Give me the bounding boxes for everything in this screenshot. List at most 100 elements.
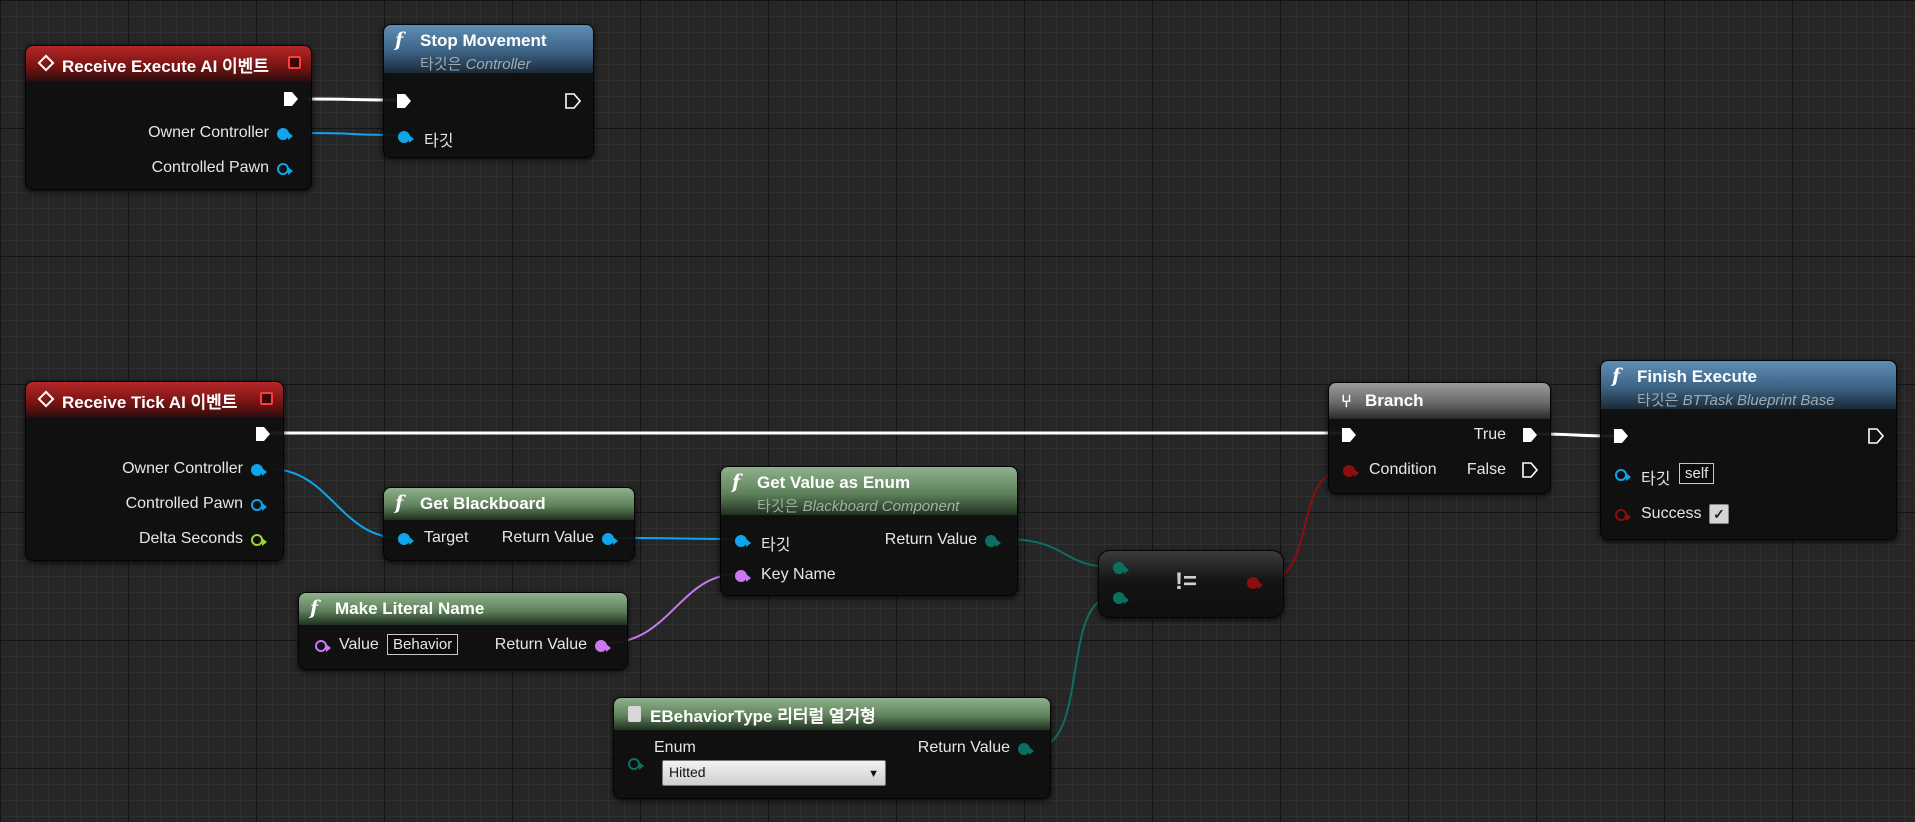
pin-label-delta-seconds: Delta Seconds <box>138 530 243 547</box>
pin-label-owner-controller: Owner Controller <box>148 124 269 141</box>
node-title: Receive Execute AI 이벤트 <box>62 56 269 76</box>
get-blackboard-node[interactable]: f Get Blackboard Target Return Value <box>383 487 635 561</box>
exec-arrow-icon <box>284 92 298 106</box>
function-icon: f <box>395 29 404 51</box>
return-value-pin[interactable] <box>602 533 618 545</box>
pin-label-owner-controller: Owner Controller <box>122 460 243 477</box>
node-subtitle: 타깃은 Blackboard Component <box>757 495 1007 516</box>
node-title: Branch <box>1365 391 1424 410</box>
stop-movement-node[interactable]: f Stop Movement 타깃은 Controller 타깃 <box>383 24 594 158</box>
subtitle-target: Blackboard Component <box>802 498 960 515</box>
node-header: f Get Blackboard <box>384 488 634 520</box>
exec-in-pin[interactable] <box>1613 428 1629 444</box>
exec-arrow-icon <box>1868 428 1884 444</box>
return-value-pin[interactable] <box>595 640 611 652</box>
key-name-pin[interactable] <box>735 570 751 582</box>
get-value-as-enum-node[interactable]: f Get Value as Enum 타깃은 Blackboard Compo… <box>720 466 1018 596</box>
pin-label-target: 타깃 <box>1641 471 1671 488</box>
pin-label-condition: Condition <box>1369 461 1437 478</box>
not-equal-operator: != <box>1175 568 1198 595</box>
exec-arrow-icon <box>1614 429 1628 443</box>
return-value-pin[interactable] <box>1018 743 1034 755</box>
exec-arrow-icon <box>1342 428 1356 442</box>
input-b-pin[interactable] <box>1113 592 1129 604</box>
pin-label-success: Success <box>1641 505 1702 522</box>
return-value-pin[interactable] <box>985 535 1001 547</box>
pin-label-controlled-pawn: Controlled Pawn <box>151 159 269 176</box>
exec-arrow-icon <box>256 427 270 441</box>
target-pin[interactable] <box>735 535 751 547</box>
node-header: f Get Value as Enum 타깃은 Blackboard Compo… <box>721 467 1017 515</box>
exec-out-pin[interactable] <box>565 93 581 109</box>
node-header: EBehaviorType 리터럴 열거형 <box>614 698 1050 730</box>
success-pin[interactable] <box>1615 509 1631 521</box>
not-equal-node[interactable]: != <box>1098 550 1284 618</box>
value-default-field[interactable]: Behavior <box>387 634 459 655</box>
pin-label-return-value: Return Value <box>917 739 1010 756</box>
node-title: EBehaviorType 리터럴 열거형 <box>650 706 876 726</box>
owner-controller-pin[interactable] <box>277 128 293 140</box>
owner-controller-pin[interactable] <box>251 464 267 476</box>
wire-tick-owner-to-blackboard <box>269 468 401 539</box>
pin-label-return-value: Return Value <box>501 529 594 546</box>
branch-node[interactable]: ⑂ Branch True Condition False <box>1328 382 1551 494</box>
branch-icon: ⑂ <box>1341 391 1352 411</box>
node-header: f Finish Execute 타깃은 BTTask Blueprint Ba… <box>1601 361 1896 409</box>
finish-execute-node[interactable]: f Finish Execute 타깃은 BTTask Blueprint Ba… <box>1600 360 1897 540</box>
pin-label-value: Value <box>339 636 379 653</box>
exec-out-pin[interactable] <box>1868 428 1884 444</box>
exec-arrow-icon <box>565 93 581 109</box>
controlled-pawn-pin[interactable] <box>251 499 267 511</box>
condition-pin[interactable] <box>1343 465 1359 477</box>
node-title: Finish Execute <box>1637 367 1757 386</box>
exec-out-pin[interactable] <box>255 426 271 442</box>
exec-false-pin[interactable] <box>1522 462 1538 478</box>
node-title: Receive Tick AI 이벤트 <box>62 392 238 412</box>
controlled-pawn-pin[interactable] <box>277 163 293 175</box>
exec-out-pin[interactable] <box>283 91 299 107</box>
enum-pin[interactable] <box>628 758 644 770</box>
target-pin[interactable] <box>398 533 414 545</box>
node-header: Receive Tick AI 이벤트 <box>26 382 283 418</box>
event-delegate-icon[interactable] <box>260 392 273 405</box>
input-a-pin[interactable] <box>1113 562 1129 574</box>
node-header: f Stop Movement 타깃은 Controller <box>384 25 593 73</box>
receive-tick-ai-node[interactable]: Receive Tick AI 이벤트 Owner Controller Con… <box>25 381 284 561</box>
node-title: Get Value as Enum <box>757 473 911 492</box>
success-checkbox[interactable]: ✓ <box>1709 504 1729 524</box>
exec-in-pin[interactable] <box>396 93 412 109</box>
wire-getenum-to-neq-a <box>1002 538 1114 568</box>
node-subtitle: 타깃은 Controller <box>420 53 583 74</box>
node-subtitle: 타깃은 BTTask Blueprint Base <box>1637 389 1886 410</box>
result-pin[interactable] <box>1247 577 1263 589</box>
node-header: f Make Literal Name <box>299 593 627 625</box>
value-pin[interactable] <box>315 640 331 652</box>
exec-arrow-icon <box>1522 462 1538 478</box>
enum-value-dropdown[interactable]: Hitted ▼ <box>662 760 886 786</box>
function-icon: f <box>395 492 404 514</box>
chevron-down-icon: ▼ <box>868 768 879 780</box>
function-icon: f <box>310 597 319 619</box>
make-literal-name-node[interactable]: f Make Literal Name Value Behavior Retur… <box>298 592 628 670</box>
node-header: Receive Execute AI 이벤트 <box>26 46 311 82</box>
enum-literal-node[interactable]: EBehaviorType 리터럴 열거형 Enum Hitted ▼ Retu… <box>613 697 1051 799</box>
pin-label-return-value: Return Value <box>884 531 977 548</box>
target-default-field[interactable]: self <box>1679 463 1715 484</box>
pin-label-return-value: Return Value <box>494 636 587 653</box>
target-pin[interactable] <box>398 131 414 143</box>
subtitle-prefix: 타깃은 <box>420 56 466 73</box>
receive-execute-ai-node[interactable]: Receive Execute AI 이벤트 Owner Controller … <box>25 45 312 190</box>
delta-seconds-pin[interactable] <box>251 534 267 546</box>
node-title: Make Literal Name <box>335 599 485 618</box>
event-icon <box>37 390 55 408</box>
event-icon <box>37 54 55 72</box>
wire-enumliteral-to-neq-b <box>1034 596 1114 749</box>
exec-true-pin[interactable] <box>1522 427 1538 443</box>
function-icon: f <box>1612 365 1621 387</box>
event-delegate-icon[interactable] <box>288 56 301 69</box>
exec-in-pin[interactable] <box>1341 427 1357 443</box>
target-pin[interactable] <box>1615 469 1631 481</box>
pin-label-target: 타깃 <box>424 133 454 150</box>
pin-label-key-name: Key Name <box>761 566 836 583</box>
subtitle-prefix: 타깃은 <box>757 498 803 515</box>
